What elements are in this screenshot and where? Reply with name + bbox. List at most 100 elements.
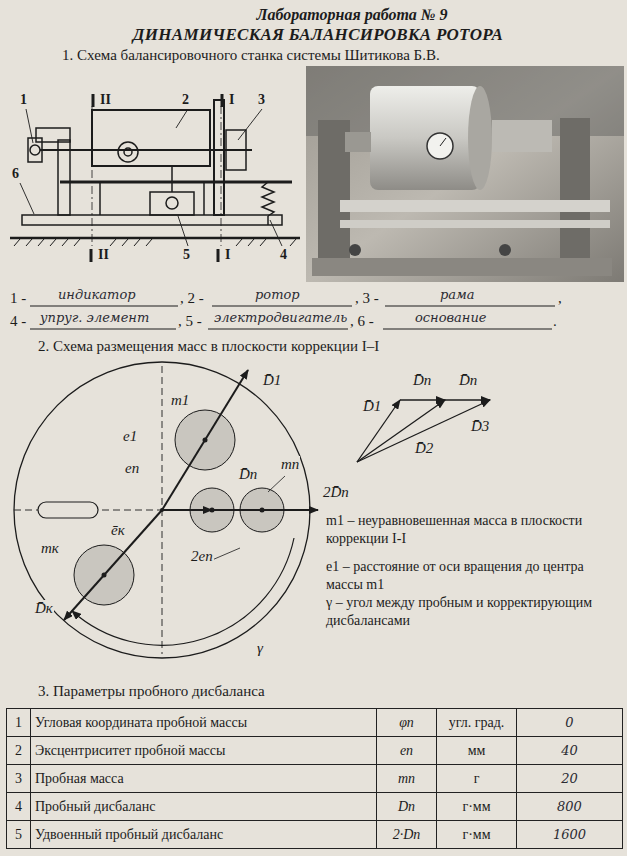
- handwritten-value: 1600: [553, 827, 586, 842]
- handwritten-value: 20: [561, 771, 578, 786]
- vector-label: D̄п: [412, 372, 432, 389]
- handwritten-answer: индикатор: [58, 288, 136, 303]
- callout-number: 3: [258, 92, 265, 108]
- table-cell: угл. град.: [437, 709, 517, 737]
- callout-number: 6: [12, 166, 19, 182]
- vector-label: D̄1: [362, 398, 382, 415]
- handwritten-answer: ротор: [255, 288, 300, 303]
- section-heading: 3. Параметры пробного дисбаланса: [38, 683, 265, 700]
- parameter-symbol: eп: [400, 743, 413, 758]
- mass-label: mп: [280, 456, 300, 473]
- vector-label: D̄1: [262, 372, 282, 389]
- parameter-name: Пробная масса: [35, 771, 124, 786]
- table-cell: Dп: [377, 793, 437, 821]
- handwritten-value: 0: [565, 715, 573, 730]
- parameter-name: Эксцентриситет пробной массы: [35, 743, 225, 758]
- handwritten-answer: электродвигатель: [214, 311, 347, 326]
- list-text: .: [553, 313, 557, 330]
- table-cell: г·мм: [437, 821, 517, 849]
- legend-note: γ – угол между пробным и корректирующим …: [326, 594, 616, 629]
- table-cell: 40: [517, 737, 623, 765]
- table-cell: 0: [517, 709, 623, 737]
- parameter-unit: г: [474, 771, 480, 786]
- machine-schematic: [10, 94, 300, 262]
- plane-mark: I: [229, 92, 234, 108]
- list-text: , 2 -: [180, 290, 204, 307]
- parameter-symbol: mп: [398, 771, 415, 786]
- parameter-symbol: Dп: [398, 799, 415, 814]
- table-cell: 2: [7, 737, 31, 765]
- parameter-unit: г·мм: [462, 799, 490, 814]
- angle-label: γ: [256, 640, 264, 657]
- parameter-name: Пробный дисбаланс: [35, 799, 156, 814]
- handwritten-value: 40: [561, 743, 578, 758]
- list-text: , 6 -: [350, 313, 374, 330]
- mass-label: m1: [170, 392, 190, 409]
- distance-label: e1: [122, 428, 138, 445]
- table-row: 1 Угловая координата пробной массы φп угл. …: [7, 709, 623, 737]
- legend-note: e1 – расстояние от оси вращения до центр…: [326, 558, 616, 593]
- table-cell: 4: [7, 793, 31, 821]
- table-cell: мм: [437, 737, 517, 765]
- machine-photo: [306, 66, 624, 282]
- table-cell: 3: [7, 765, 31, 793]
- handwritten-answer: основание: [415, 311, 486, 326]
- table-cell: φп: [377, 709, 437, 737]
- handwritten-answer: рама: [440, 288, 475, 303]
- answer-underlines: [30, 306, 555, 329]
- table-cell: 1: [7, 709, 31, 737]
- table-cell: Пробный дисбаланс: [31, 793, 377, 821]
- mass-label: mк: [40, 540, 60, 557]
- vector-label: D̄3: [470, 418, 490, 435]
- parameter-unit: г·мм: [462, 827, 490, 842]
- list-text: , 5 -: [178, 313, 202, 330]
- table-cell: 800: [517, 793, 623, 821]
- table-row: 2 Эксцентриситет пробной массы eп мм 40: [7, 737, 623, 765]
- row-number: 2: [15, 743, 22, 758]
- vector-label: D̄п: [238, 466, 258, 483]
- parameter-symbol: 2·Dп: [393, 827, 421, 842]
- table-row: 3 Пробная масса mп г 20: [7, 765, 623, 793]
- distance-label: ēк: [110, 522, 126, 539]
- table-cell: Пробная масса: [31, 765, 377, 793]
- table-cell: eп: [377, 737, 437, 765]
- row-number: 5: [15, 827, 22, 842]
- section-heading: 1. Схема балансировочного станка системы…: [62, 47, 440, 64]
- table-cell: 20: [517, 765, 623, 793]
- row-number: 1: [15, 715, 22, 730]
- distance-label: eп: [124, 460, 140, 477]
- table-row: 5 Удвоенный пробный дисбаланс 2·Dп г·мм 1600: [7, 821, 623, 849]
- callout-number: 2: [182, 92, 189, 108]
- table-cell: г: [437, 765, 517, 793]
- vector-label: 2D̄п: [322, 484, 350, 501]
- callout-number: 5: [183, 247, 190, 263]
- plane-mark: I: [225, 247, 230, 263]
- parameter-unit: мм: [468, 743, 486, 758]
- list-text: ,: [558, 290, 562, 307]
- parameter-name: Удвоенный пробный дисбаланс: [35, 827, 223, 842]
- parameter-name: Угловая координата пробной массы: [35, 715, 247, 730]
- plane-mark: II: [98, 247, 109, 263]
- parameter-unit: угл. град.: [449, 715, 505, 730]
- callout-number: 1: [20, 92, 27, 108]
- subtitle: ДИНАМИЧЕСКАЯ БАЛАНСИРОВКА РОТОРА: [133, 25, 503, 45]
- row-number: 3: [15, 771, 22, 786]
- parameter-symbol: φп: [399, 715, 414, 730]
- vector-label: D̄п: [458, 372, 478, 389]
- vector-label: D̄2: [414, 440, 434, 457]
- table-cell: 1600: [517, 821, 623, 849]
- table-cell: г·мм: [437, 793, 517, 821]
- section-heading: 2. Схема размещения масс в плоскости кор…: [38, 338, 379, 355]
- table-cell: Угловая координата пробной массы: [31, 709, 377, 737]
- table-cell: 5: [7, 821, 31, 849]
- vector-label: D̄к: [34, 600, 54, 617]
- legend-note: m1 – неуравновешенная масса в плоскости …: [326, 512, 616, 547]
- table-cell: Эксцентриситет пробной массы: [31, 737, 377, 765]
- plane-mark: II: [100, 92, 111, 108]
- parameter-table: 1 Угловая координата пробной массы φп угл. …: [6, 708, 623, 849]
- table-row: 4 Пробный дисбаланс Dп г·мм 800: [7, 793, 623, 821]
- table-cell: 2·Dп: [377, 821, 437, 849]
- handwritten-value: 800: [557, 799, 582, 814]
- list-text: 1 -: [10, 290, 26, 307]
